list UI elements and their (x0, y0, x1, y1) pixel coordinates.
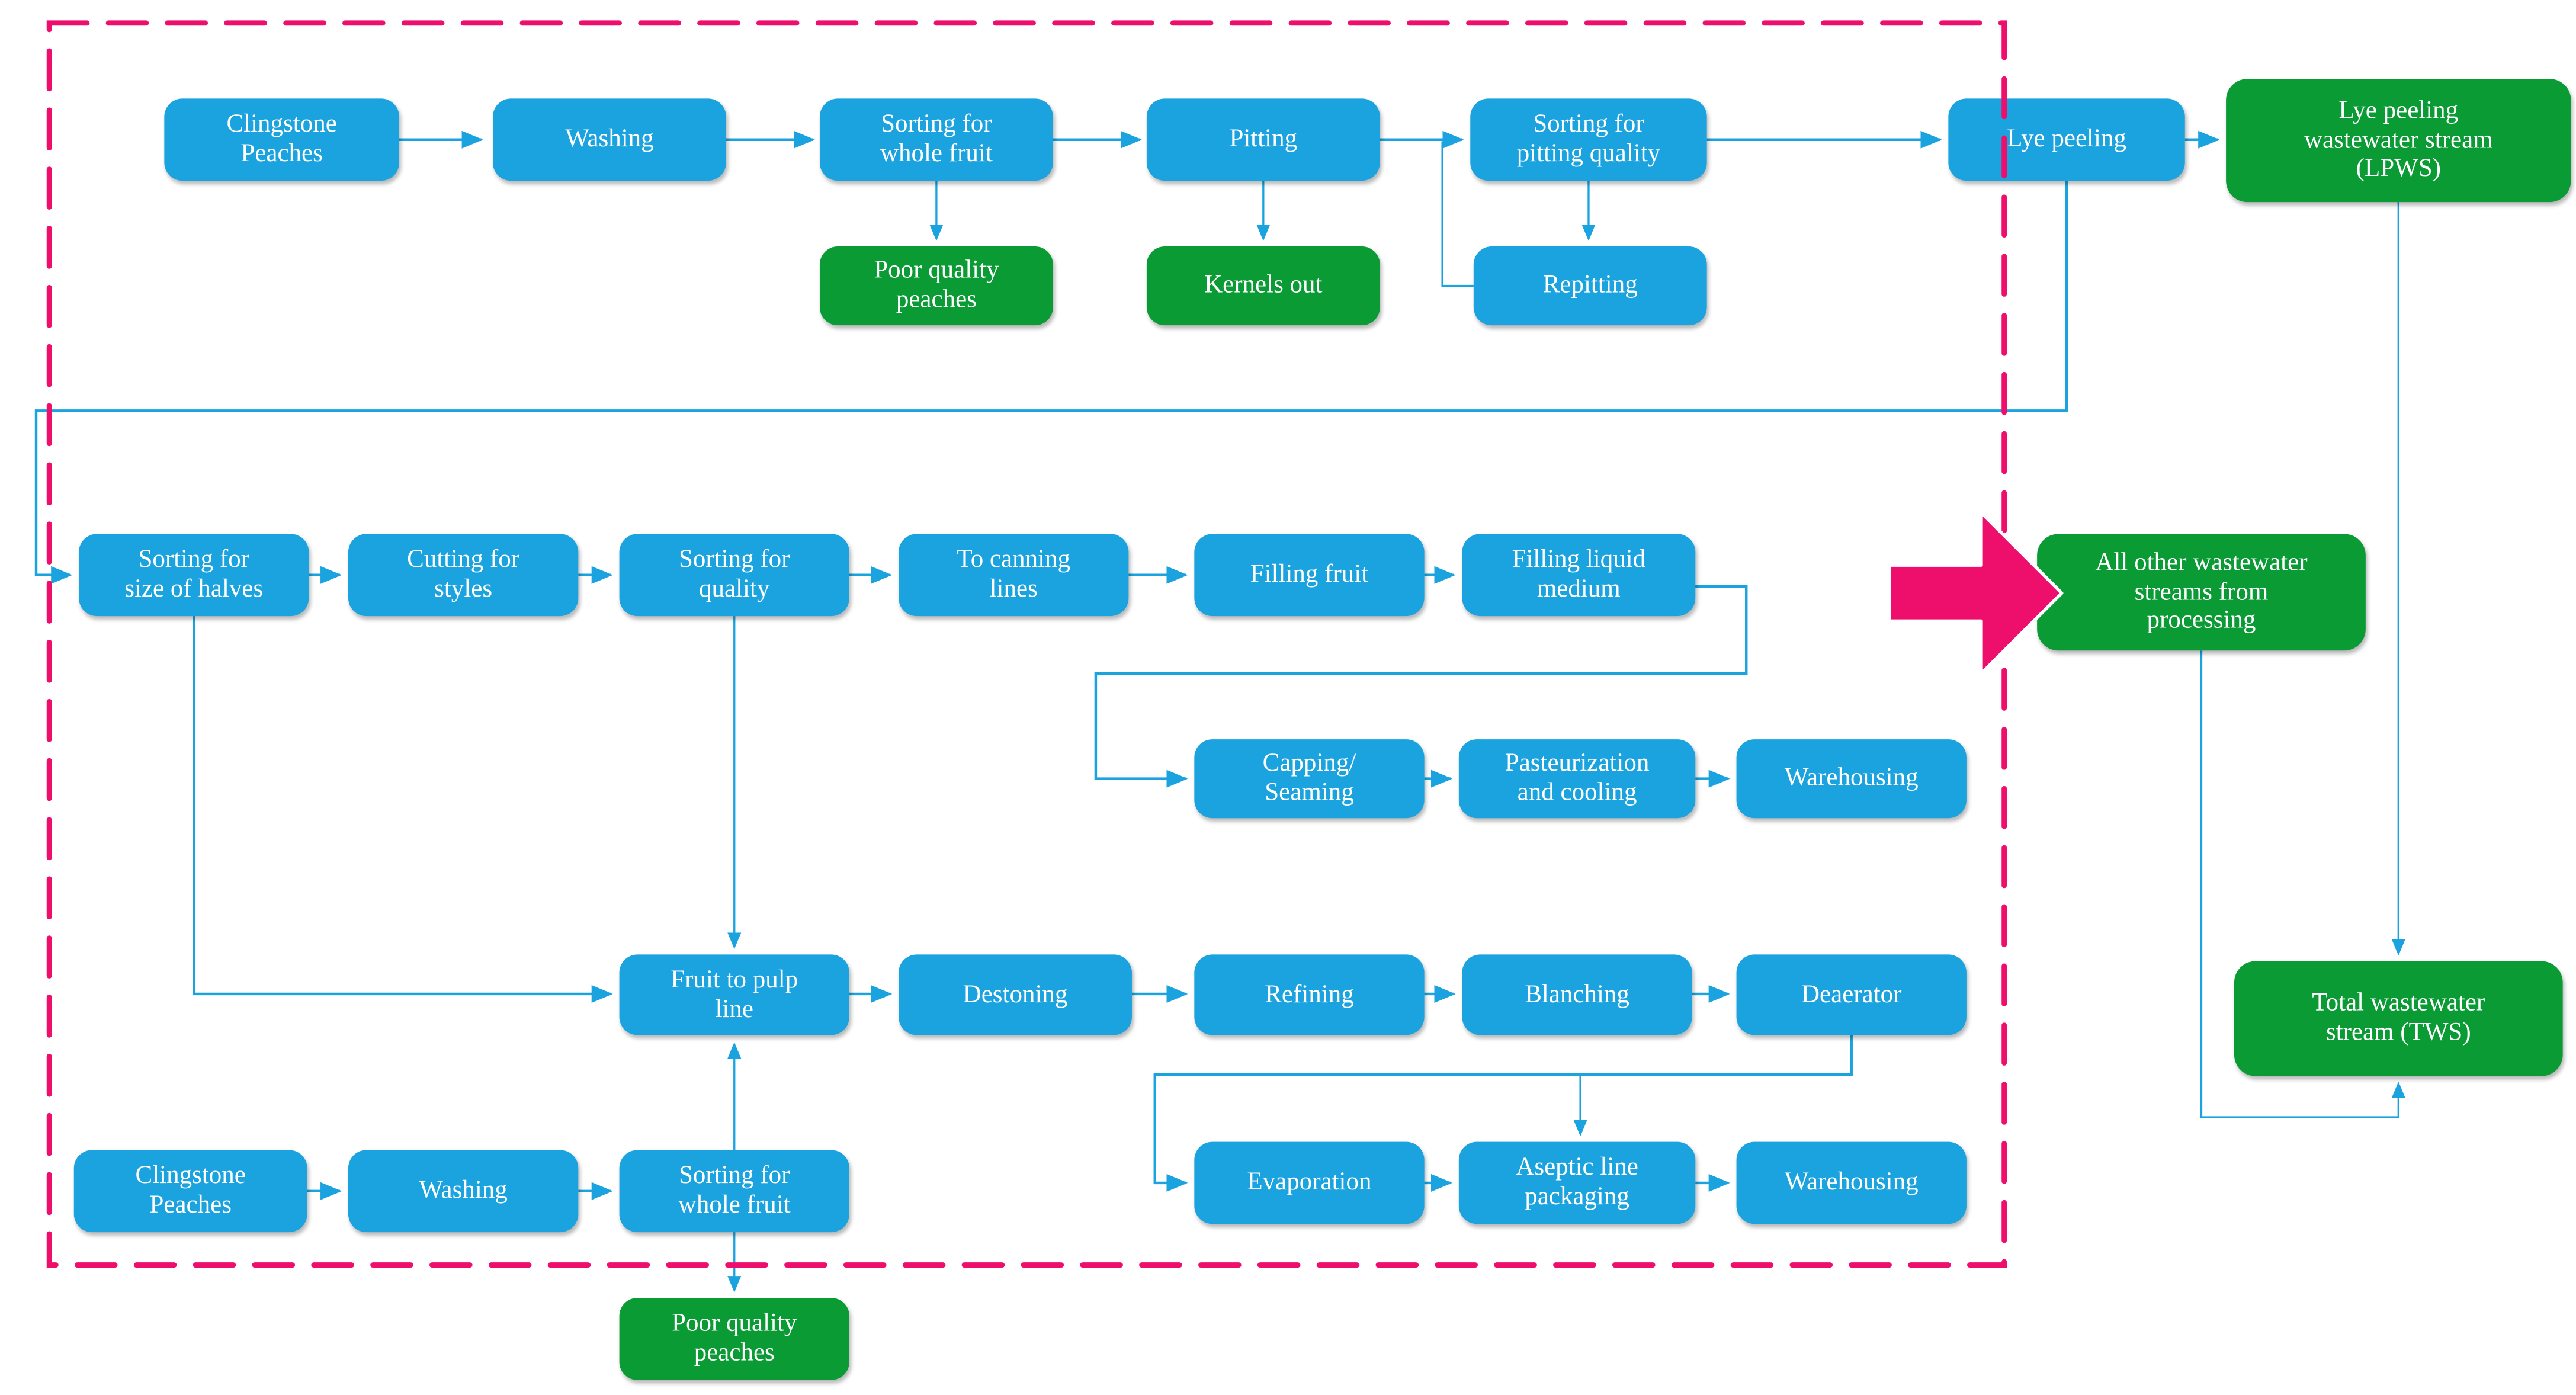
node-sorting-whole-fruit-2: Sorting for whole fruit (619, 1150, 849, 1233)
node-all-other-wastewater: All other wastewater streams from proces… (2037, 534, 2366, 651)
node-cutting-styles: Cutting for styles (348, 534, 579, 617)
node-sorting-quality: Sorting for quality (619, 534, 849, 617)
node-to-canning-lines: To canning lines (899, 534, 1129, 617)
node-fruit-to-pulp-line: Fruit to pulp line (619, 954, 849, 1035)
node-blanching: Blanching (1462, 954, 1692, 1035)
node-warehousing-pulp: Warehousing (1736, 1141, 1967, 1224)
node-aseptic-line-packaging: Aseptic line packaging (1458, 1141, 1696, 1224)
node-deaerator: Deaerator (1736, 954, 1967, 1035)
node-sorting-whole-fruit-1: Sorting for whole fruit (819, 98, 1053, 181)
node-clingstone-peaches-2: Clingstone Peaches (73, 1150, 307, 1233)
node-pasteurization-cooling: Pasteurization and cooling (1458, 739, 1696, 819)
node-pitting: Pitting (1146, 98, 1380, 181)
branch-arrows (727, 181, 2405, 1293)
node-clingstone-peaches-1: Clingstone Peaches (164, 98, 399, 181)
node-poor-quality-peaches-1: Poor quality peaches (819, 246, 1053, 326)
node-tws: Total wastewater stream (TWS) (2234, 961, 2563, 1076)
node-washing-1: Washing (493, 98, 726, 181)
node-sorting-pitting-quality: Sorting for pitting quality (1470, 98, 1707, 181)
node-refining: Refining (1194, 954, 1425, 1035)
node-filling-fruit: Filling fruit (1194, 534, 1425, 617)
node-evaporation: Evaporation (1194, 1141, 1425, 1224)
node-kernels-out: Kernels out (1146, 246, 1380, 326)
node-destoning: Destoning (899, 954, 1132, 1035)
node-poor-quality-peaches-2: Poor quality peaches (619, 1298, 849, 1380)
halves-to-pulp-connector (193, 616, 613, 1003)
lye-peeling-to-halves-connector (34, 181, 2068, 584)
node-washing-2: Washing (348, 1150, 579, 1233)
node-repitting: Repitting (1473, 246, 1707, 326)
node-lye-peeling: Lye peeling (1948, 98, 2185, 181)
repitting-feedback-line (1441, 141, 1474, 287)
node-filling-liquid-medium: Filling liquid medium (1462, 534, 1696, 617)
node-lpws: Lye peeling wastewater stream (LPWS) (2226, 79, 2571, 203)
allother-to-tws-connector (2200, 650, 2405, 1118)
node-capping-seaming: Capping/ Seaming (1194, 739, 1425, 819)
node-sorting-size-halves: Sorting for size of halves (79, 534, 309, 617)
node-warehousing-canning: Warehousing (1736, 739, 1967, 819)
